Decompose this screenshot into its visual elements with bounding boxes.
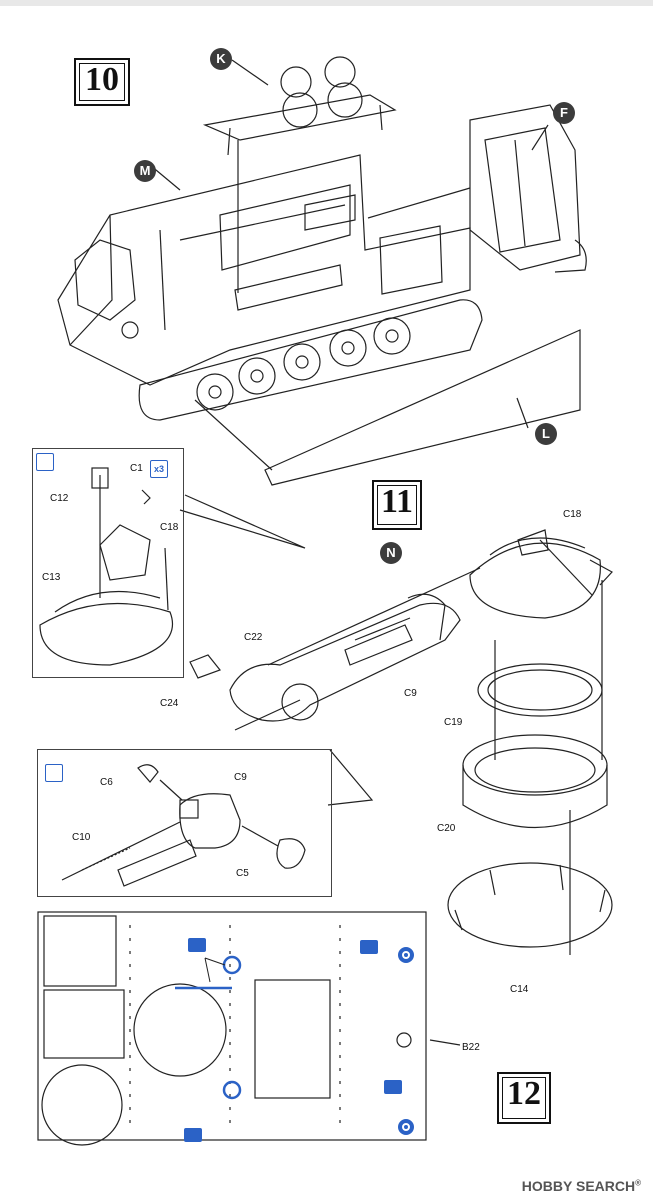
cupola-c18 bbox=[469, 529, 613, 619]
watermark-brand: HOBBY SEARCH bbox=[521, 1178, 636, 1194]
label-c1: C1 bbox=[130, 463, 143, 474]
part-f-door bbox=[469, 104, 587, 273]
glue-icon bbox=[184, 1128, 202, 1142]
glue-icon bbox=[188, 938, 206, 952]
vehicle-hull bbox=[57, 154, 471, 386]
part-l-skirt bbox=[194, 329, 581, 486]
gun-mount-c22 bbox=[229, 593, 461, 722]
inset-step11-a bbox=[32, 448, 184, 678]
label-c9-inset: C9 bbox=[234, 772, 247, 783]
brush-icon bbox=[36, 453, 54, 471]
step-10-box: 10 bbox=[74, 58, 130, 106]
glue-icon bbox=[384, 1080, 402, 1094]
step-11-box: 11 bbox=[372, 480, 422, 530]
label-b22: B22 bbox=[462, 1042, 480, 1053]
part-c24 bbox=[189, 654, 221, 679]
part-k-rack bbox=[202, 56, 397, 156]
brush-icon bbox=[45, 764, 63, 782]
label-c9: C9 bbox=[404, 688, 417, 699]
inset2-drawing bbox=[61, 764, 306, 887]
ring-c19 bbox=[477, 663, 603, 717]
label-c18: C18 bbox=[563, 509, 582, 520]
inset1-drawing bbox=[39, 467, 174, 666]
label-c22: C22 bbox=[244, 632, 263, 643]
label-c12: C12 bbox=[50, 493, 69, 504]
label-c14: C14 bbox=[510, 984, 529, 995]
vehicle-tracks bbox=[138, 299, 483, 421]
label-c24: C24 bbox=[160, 698, 179, 709]
callout-n: N bbox=[380, 542, 402, 564]
label-c6: C6 bbox=[100, 777, 113, 788]
label-c10: C10 bbox=[72, 832, 91, 843]
callout-l: L bbox=[535, 423, 557, 445]
sprue-sheet bbox=[37, 911, 427, 1146]
label-c13: C13 bbox=[42, 572, 61, 583]
label-c5: C5 bbox=[236, 868, 249, 879]
watermark-reg: ® bbox=[635, 1178, 641, 1188]
scan-edge bbox=[0, 0, 653, 6]
times3-badge: x3 bbox=[150, 460, 168, 478]
callout-f: F bbox=[553, 102, 575, 124]
callout-k: K bbox=[210, 48, 232, 70]
label-c20: C20 bbox=[437, 823, 456, 834]
glue-icon bbox=[360, 940, 378, 954]
label-c19: C19 bbox=[444, 717, 463, 728]
step-12-box: 12 bbox=[497, 1072, 551, 1124]
ring-c14 bbox=[447, 862, 613, 955]
ring-c20 bbox=[462, 734, 608, 828]
watermark: HOBBY SEARCH® bbox=[522, 1178, 641, 1194]
inset-step11-b bbox=[37, 749, 332, 897]
callout-m: M bbox=[134, 160, 156, 182]
label-c18-inset: C18 bbox=[160, 522, 179, 533]
